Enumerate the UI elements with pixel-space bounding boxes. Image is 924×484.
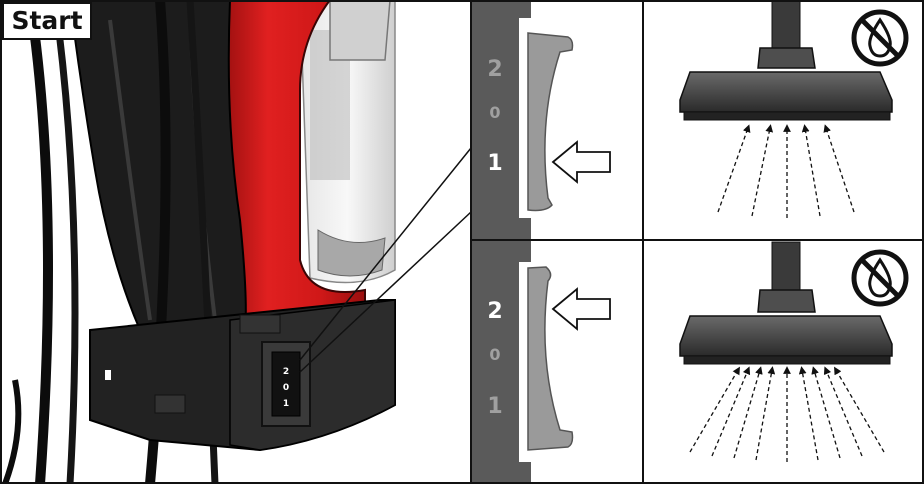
wand-tube-bottom bbox=[771, 241, 801, 291]
top-label-2: 2 bbox=[487, 57, 502, 82]
hollow-left-arrow-icon bbox=[551, 287, 611, 331]
airflow-arrows-bottom bbox=[689, 366, 885, 462]
bottom-label-1: 1 bbox=[487, 394, 502, 419]
vacuum-illustration: 2 0 1 bbox=[2, 0, 472, 484]
bottom-label-0: 0 bbox=[489, 345, 500, 364]
floor-nozzle-bottom bbox=[679, 315, 893, 357]
no-water-icon bbox=[851, 249, 909, 307]
wand-tube-top bbox=[771, 0, 801, 49]
switch-label-2: 2 bbox=[283, 367, 289, 377]
switch-label-1: 1 bbox=[283, 399, 289, 409]
rocker-slider-bottom bbox=[527, 266, 574, 451]
switch-detail-panels: 2 0 1 2 0 1 bbox=[471, 0, 643, 484]
top-switch-panel: 2 0 1 bbox=[487, 32, 611, 212]
rocker-slider-top bbox=[527, 32, 574, 212]
airflow-arrows-top bbox=[717, 124, 855, 218]
floor-nozzle-top bbox=[679, 71, 893, 113]
top-nozzle-panel bbox=[679, 0, 909, 218]
bottom-switch-panel: 2 0 1 bbox=[487, 266, 611, 451]
power-switch bbox=[271, 351, 301, 417]
hollow-left-arrow-icon bbox=[551, 140, 611, 184]
switch-label-0: 0 bbox=[283, 383, 289, 393]
switch-bar bbox=[471, 0, 519, 484]
top-label-1: 1 bbox=[487, 151, 502, 176]
bottom-nozzle-panel bbox=[679, 241, 909, 462]
bottom-label-2: 2 bbox=[487, 299, 502, 324]
strap-left bbox=[25, 0, 53, 484]
no-water-icon bbox=[851, 9, 909, 67]
callout-line-top bbox=[299, 147, 472, 361]
top-label-0: 0 bbox=[489, 103, 500, 122]
callout-line-bottom bbox=[299, 211, 472, 373]
nozzle-panels bbox=[643, 0, 924, 484]
start-label: Start bbox=[2, 2, 92, 40]
